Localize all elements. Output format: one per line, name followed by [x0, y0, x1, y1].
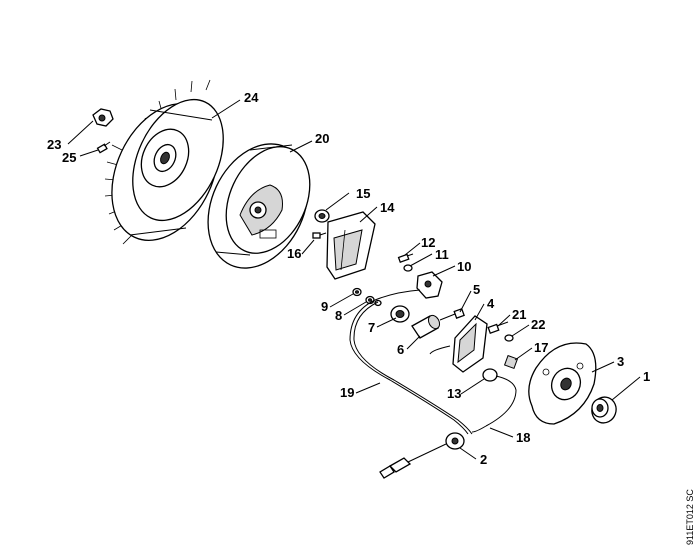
- callout-25: 25: [62, 150, 76, 165]
- washer-8-part: [365, 295, 382, 307]
- contact-10-part: [374, 271, 443, 301]
- callout-7: 7: [368, 320, 375, 335]
- callout-3: 3: [617, 354, 624, 369]
- spacer-17-part: [503, 354, 519, 370]
- washer-22-part: [504, 334, 514, 342]
- terminal-2-part: [379, 432, 465, 479]
- screw-21-part: [487, 321, 509, 335]
- callout-22: 22: [531, 317, 545, 332]
- callout-5: 5: [473, 282, 480, 297]
- callout-24: 24: [244, 90, 259, 105]
- callout-2: 2: [480, 452, 487, 467]
- screw-16-part: [312, 232, 327, 239]
- callout-17: 17: [534, 340, 548, 355]
- wire-19-part: [349, 299, 473, 435]
- washer-11-part: [403, 264, 413, 272]
- bushing-1-part: [591, 396, 617, 424]
- cover-part: [326, 211, 376, 280]
- callout-12: 12: [421, 235, 435, 250]
- callout-14: 14: [380, 200, 395, 215]
- bushing-part: [314, 209, 330, 223]
- ignition-module-part: [429, 315, 488, 373]
- callout-13: 13: [447, 386, 461, 401]
- callout-18: 18: [516, 430, 530, 445]
- callout-23: 23: [47, 137, 61, 152]
- nut-part: [92, 108, 114, 127]
- callout-21: 21: [512, 307, 526, 322]
- callout-16: 16: [287, 246, 301, 261]
- fan-housing-part: [207, 143, 311, 269]
- callout-20: 20: [315, 131, 329, 146]
- callout-10: 10: [457, 259, 471, 274]
- callout-15: 15: [356, 186, 370, 201]
- screw-12-part: [397, 253, 414, 264]
- drawing-code: 911ET012 SC: [685, 489, 695, 545]
- callout-labels: 24 23 25 20 15 14 16 12 11 10 9 8 7 6 5 …: [47, 90, 650, 467]
- washer-9-part: [352, 287, 362, 297]
- callout-6: 6: [397, 342, 404, 357]
- flywheel-part: [104, 79, 224, 245]
- leader-lines: [67, 99, 641, 460]
- screw-5-part: [439, 307, 465, 321]
- screw-part: [96, 141, 111, 154]
- base-plate-part: [528, 342, 597, 425]
- plug-13-part: [482, 368, 517, 427]
- callout-1: 1: [643, 369, 650, 384]
- callout-4: 4: [487, 296, 495, 311]
- callout-9: 9: [321, 299, 328, 314]
- callout-8: 8: [335, 308, 342, 323]
- capacitor-6-part: [411, 314, 441, 339]
- callout-11: 11: [435, 247, 449, 262]
- callout-19: 19: [340, 385, 354, 400]
- hose-18-part: [471, 425, 487, 433]
